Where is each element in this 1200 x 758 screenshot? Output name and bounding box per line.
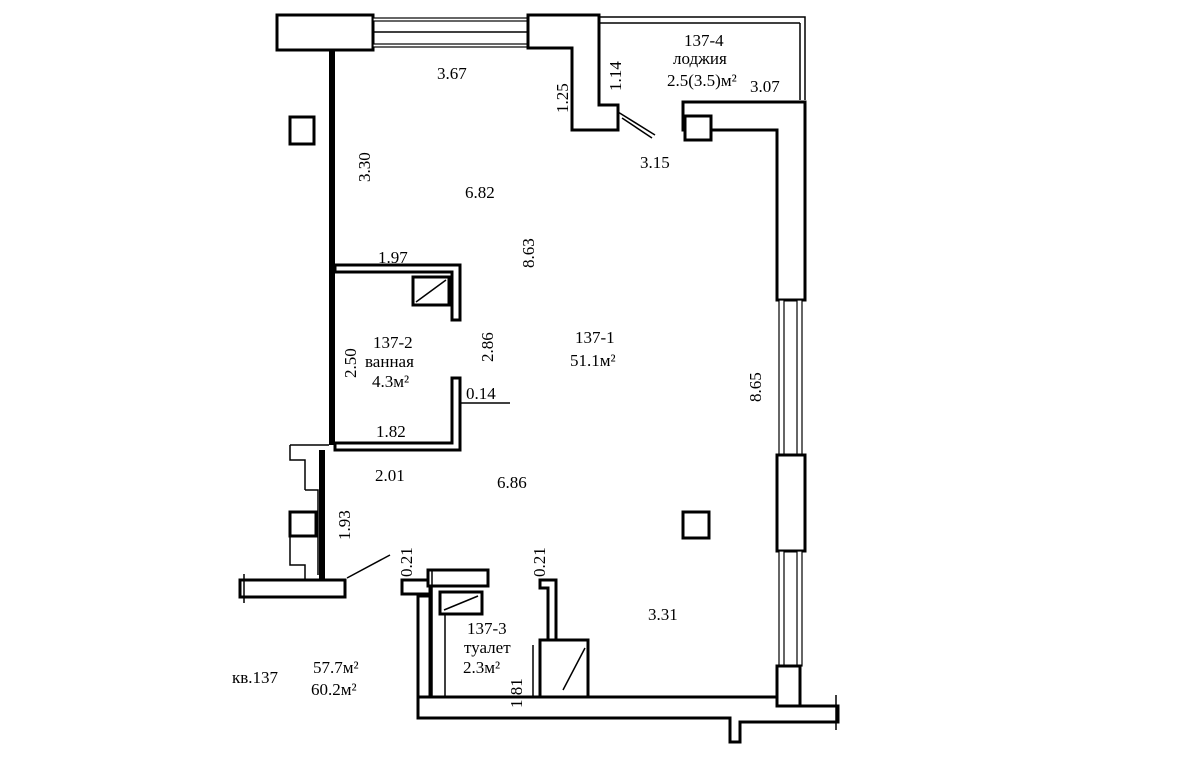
apartment-area-total: 57.7м² [313,658,359,677]
loggia-outline [599,16,806,139]
dim-1-93: 1.93 [335,510,354,540]
dim-1-81: 1.81 [507,678,526,708]
room-4-id: 137-4 [684,31,724,50]
room-4-area: 2.5(3.5)м² [667,71,737,90]
dim-6-82: 6.82 [465,183,495,202]
dim-3-30: 3.30 [355,152,374,182]
wc-walls [400,568,840,744]
room-2-name: ванная [365,352,414,371]
apartment-number: кв.137 [232,668,279,687]
room-3-name: туалет [464,638,511,657]
right-wall [681,100,807,708]
dim-2-86: 2.86 [478,332,497,362]
dim-2-50: 2.50 [341,348,360,378]
dim-2-01: 2.01 [375,466,405,485]
dim-1-82: 1.82 [376,422,406,441]
dim-3-07: 3.07 [750,77,780,96]
dim-0-21-right: 0.21 [530,547,549,577]
room-1-id: 137-1 [575,328,615,347]
dim-1-25: 1.25 [553,83,572,113]
room-3-id: 137-3 [467,619,507,638]
top-wall [275,13,620,132]
column [681,510,711,540]
dim-1-14: 1.14 [606,61,625,91]
bathroom-walls [333,263,510,452]
dimension-labels: 3.67 3.07 3.15 6.82 1.97 0.14 1.82 2.01 … [335,61,780,708]
dim-8-65: 8.65 [746,372,765,402]
dim-0-21-left: 0.21 [397,547,416,577]
dim-3-31: 3.31 [648,605,678,624]
apartment-area-loggia: 60.2м² [311,680,357,699]
room-4-name: лоджия [673,49,727,68]
dim-1-97: 1.97 [378,248,408,267]
room-2-id: 137-2 [373,333,413,352]
dim-3-67: 3.67 [437,64,467,83]
room-3-area: 2.3м² [463,658,500,677]
dim-3-15: 3.15 [640,153,670,172]
dim-6-86: 6.86 [497,473,527,492]
room-2-area: 4.3м² [372,372,409,391]
room-labels: 137-1 51.1м² 137-2 ванная 4.3м² 137-3 ту… [232,31,737,699]
left-wall [238,50,391,603]
room-1-area: 51.1м² [570,351,616,370]
dim-8-63: 8.63 [519,238,538,268]
dim-0-14: 0.14 [466,384,496,403]
